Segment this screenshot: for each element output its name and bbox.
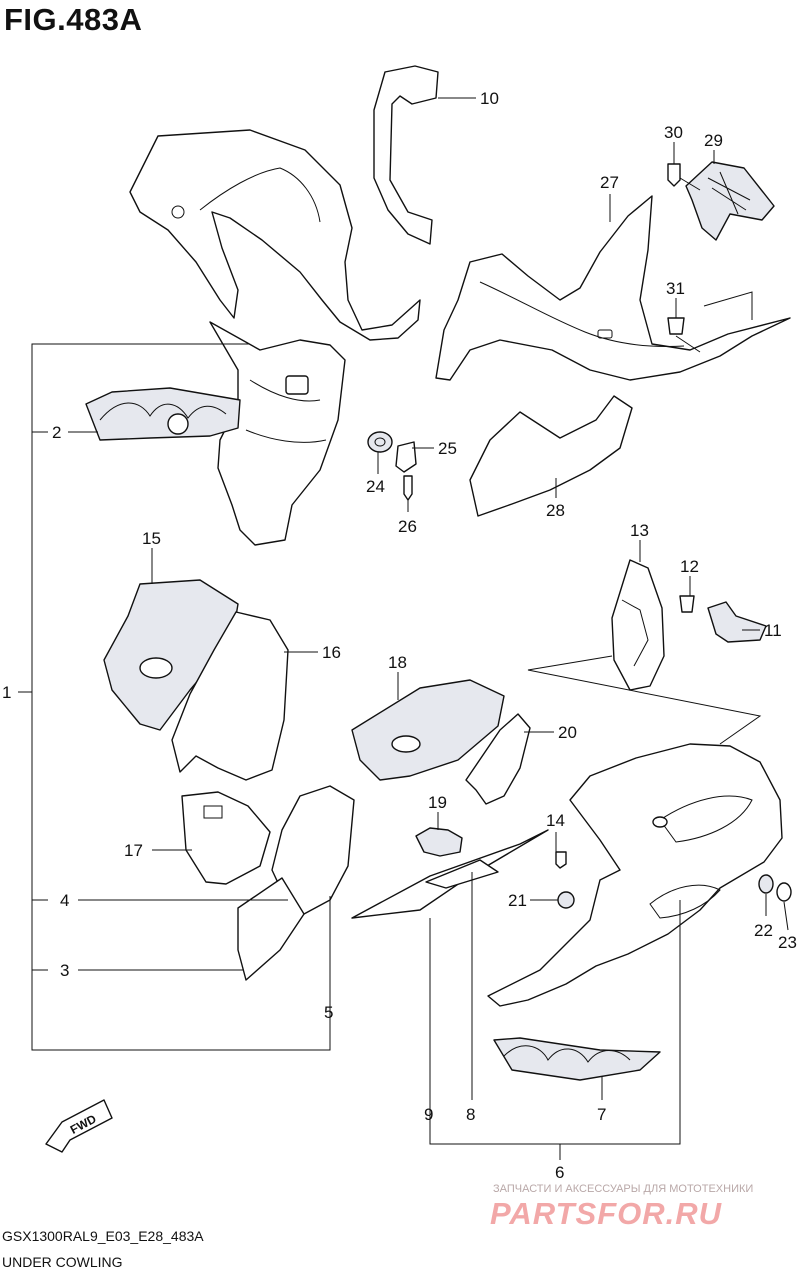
part-18-hole <box>391 735 421 753</box>
lower-left-cowl-edge <box>245 379 327 443</box>
bracket-part-1 <box>31 343 331 1051</box>
part-15-panel <box>103 579 239 731</box>
upper-cowl-inner-edge <box>199 167 321 223</box>
callout-11: 11 <box>764 621 782 640</box>
lower-cowl-vent-2 <box>649 884 721 919</box>
part-12-screw <box>679 595 695 613</box>
footer-section-name: UNDER COWLING <box>2 1254 123 1270</box>
part-15-hole <box>139 657 173 679</box>
part-13-detail <box>621 599 649 667</box>
callout-8: 8 <box>466 1105 475 1124</box>
part-23-washer <box>776 882 792 902</box>
watermark-logo: PARTSFOR.RU <box>490 1196 723 1231</box>
callout-16: 16 <box>322 643 341 662</box>
callout-23: 23 <box>778 933 797 952</box>
fwd-arrow-icon <box>45 1099 113 1153</box>
part-24-grommet-hole <box>374 437 386 447</box>
part-13-bracket <box>611 559 665 691</box>
part-19-clip <box>415 827 463 857</box>
callout-20: 20 <box>558 723 577 742</box>
callout-21: 21 <box>508 891 527 910</box>
part-20-panel <box>465 713 531 805</box>
lower-cowl-main <box>487 743 783 1007</box>
lower-cowl-vent-1 <box>659 795 753 843</box>
part-10-bracket <box>373 65 439 245</box>
callout-22: 22 <box>754 921 773 940</box>
callout-18: 18 <box>388 653 407 672</box>
part-18-panel <box>351 679 505 781</box>
callout-6: 6 <box>555 1163 564 1182</box>
callout-13: 13 <box>630 521 649 540</box>
part-27-slot <box>597 329 613 339</box>
part-29-guide <box>675 177 753 353</box>
watermark-tagline: ЗАПЧАСТИ И АКСЕССУАРЫ ДЛЯ МОТОТЕХНИКИ <box>493 1183 754 1195</box>
part-21-nut <box>557 891 575 909</box>
callout-17: 17 <box>124 841 143 860</box>
callout-9: 9 <box>424 1105 433 1124</box>
part-7-decal-script <box>503 1045 631 1063</box>
callout-4: 4 <box>60 891 69 910</box>
part-8-strip <box>425 859 499 889</box>
part-2-decal-script <box>99 402 227 421</box>
lower-cowl-hole <box>652 816 668 828</box>
callout-25: 25 <box>438 439 457 458</box>
callout-19: 19 <box>428 793 447 812</box>
part-30-screw <box>667 163 681 187</box>
footer-model-code: GSX1300RAL9_E03_E28_483A <box>2 1228 204 1244</box>
callout-24: 24 <box>366 477 385 496</box>
part-7-decal <box>493 1037 661 1081</box>
callout-26: 26 <box>398 517 417 536</box>
callout-2: 2 <box>52 423 61 442</box>
part-24-grommet <box>367 431 393 453</box>
part-22-grommet <box>758 874 774 894</box>
callout-15: 15 <box>142 529 161 548</box>
part-29-bracket <box>685 161 775 241</box>
callout-10: 10 <box>480 89 499 108</box>
part-14-screw <box>555 851 567 869</box>
part-17-slot <box>203 805 223 819</box>
part-17-piece <box>181 791 271 885</box>
callout-30: 30 <box>664 123 683 142</box>
part-11-bracket <box>707 601 767 643</box>
upper-cowl-panel <box>129 129 421 341</box>
part-26-screw <box>403 475 413 501</box>
callout-3: 3 <box>60 961 69 980</box>
part-28-panel <box>469 395 633 517</box>
part-2-decal-dot <box>167 413 189 435</box>
leader-13b <box>527 655 762 745</box>
figure-title: FIG.483A <box>4 2 143 37</box>
callout-14: 14 <box>546 811 565 830</box>
lower-left-cowl <box>209 321 346 546</box>
part-25-clip <box>395 441 417 473</box>
part-16-panel <box>171 611 289 781</box>
part-31-screw <box>667 317 685 335</box>
part-27-right-cowl <box>435 195 791 381</box>
part-4-panel <box>271 785 355 915</box>
part-3-panel <box>237 877 305 981</box>
callout-12: 12 <box>680 557 699 576</box>
bracket-part-6 <box>429 900 681 1145</box>
callout-29: 29 <box>704 131 723 150</box>
callout-5: 5 <box>324 1003 333 1022</box>
part-29-grid <box>707 171 751 215</box>
upper-cowl-hole <box>171 205 185 219</box>
lower-left-cowl-tab <box>285 375 309 395</box>
callout-28: 28 <box>546 501 565 520</box>
callout-31: 31 <box>666 279 685 298</box>
leader-23 <box>783 901 789 931</box>
callout-1: 1 <box>2 683 11 702</box>
part-2-decal <box>85 387 241 441</box>
callout-7: 7 <box>597 1105 606 1124</box>
part-27-inner-edge <box>479 281 685 347</box>
callout-27: 27 <box>600 173 619 192</box>
